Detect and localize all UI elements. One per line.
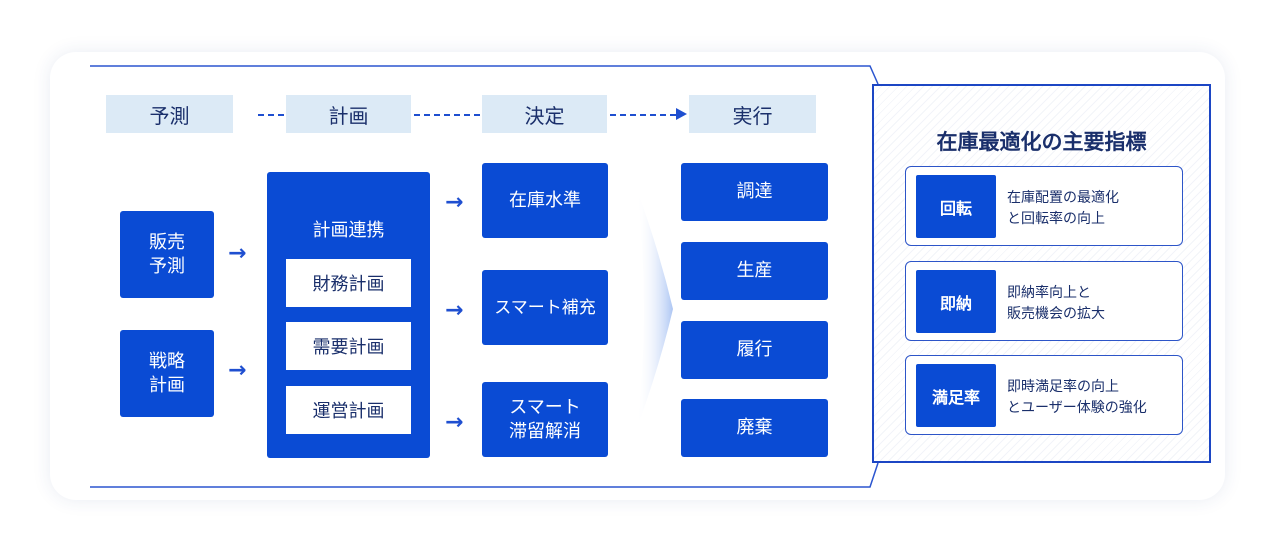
arrow-icon: → [445, 298, 464, 323]
planning-title: 計画連携 [312, 220, 385, 241]
stage-decide: 決定 [482, 95, 607, 133]
stage-connector-3 [610, 114, 676, 116]
arrow-icon: → [228, 241, 247, 266]
exec-procurement: 調達 [681, 163, 828, 221]
kpi-description: 在庫配置の最適化 と回転率の向上 [1007, 190, 1119, 227]
arrow-icon: → [445, 410, 464, 435]
exec-disposal: 廃棄 [681, 399, 828, 457]
stage-execute: 実行 [689, 95, 816, 133]
exec-production: 生産 [681, 242, 828, 300]
arrow-icon: → [445, 190, 464, 215]
decision-inventory-level: 在庫水準 [482, 163, 608, 238]
flow-glow-shape [637, 190, 673, 428]
kpi-panel: 在庫最適化の主要指標 回転 在庫配置の最適化 と回転率の向上 即納 即納率向上と… [872, 84, 1211, 463]
kpi-description: 即納率向上と 販売機会の拡大 [1007, 285, 1105, 322]
stage-forecast: 予測 [106, 95, 233, 133]
plan-item-finance: 財務計画 [286, 259, 411, 307]
kpi-card-availability: 即納 即納率向上と 販売機会の拡大 [905, 261, 1183, 341]
plan-item-operations: 運営計画 [286, 386, 411, 434]
stage-connector-2 [414, 114, 480, 116]
stage-connector-1 [258, 114, 284, 116]
input-sales-forecast: 販売 予測 [120, 211, 214, 298]
kpi-description: 即時満足率の向上 とユーザー体験の強化 [1007, 379, 1147, 416]
stage-connector-arrowhead [676, 108, 687, 120]
kpi-card-turnover: 回転 在庫配置の最適化 と回転率の向上 [905, 166, 1183, 246]
input-strategic-plan: 戦略 計画 [120, 330, 214, 417]
kpi-card-satisfaction: 満足率 即時満足率の向上 とユーザー体験の強化 [905, 355, 1183, 435]
decision-smart-clearance: スマート 滞留解消 [482, 382, 608, 457]
kpi-label: 即納 [916, 270, 996, 333]
arrow-icon: → [228, 358, 247, 383]
exec-fulfillment: 履行 [681, 321, 828, 379]
kpi-label: 満足率 [916, 364, 996, 427]
kpi-label: 回転 [916, 175, 996, 238]
stage-plan: 計画 [286, 95, 411, 133]
decision-smart-replenish: スマート補充 [482, 270, 608, 345]
plan-item-demand: 需要計画 [286, 322, 411, 370]
kpi-panel-title: 在庫最適化の主要指標 [936, 130, 1147, 154]
